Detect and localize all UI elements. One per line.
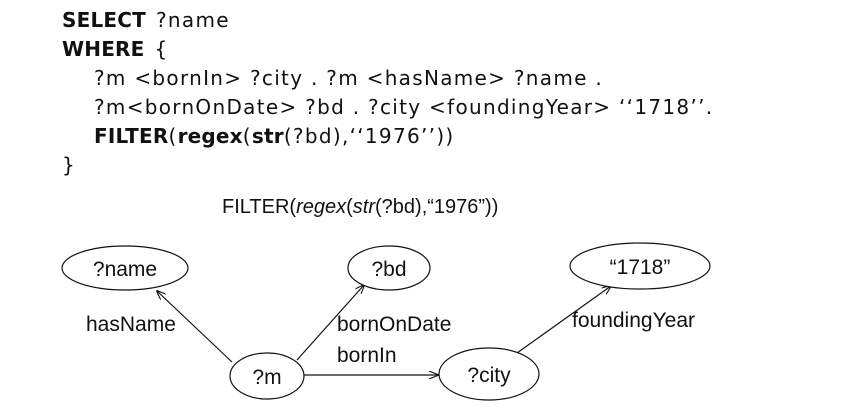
- edge-label-bornIn: bornIn: [337, 344, 397, 367]
- node-city: [438, 347, 540, 401]
- edge-hasName: [157, 291, 233, 363]
- node-city-label: ?city: [467, 364, 511, 387]
- filter-arguments: (?bd),‘‘1976’’)): [283, 124, 455, 148]
- filter-label-regex: regex: [296, 196, 347, 218]
- edge-label-foundingYear: foundingYear: [572, 309, 695, 332]
- triple-line-2: ?m<bornOnDate> ?bd . ?city <foundingYear…: [94, 95, 714, 119]
- filter-paren: (: [168, 124, 178, 148]
- filter-label-open: (: [346, 196, 353, 218]
- str-keyword: str: [251, 124, 284, 148]
- filter-keyword: FILTER: [94, 124, 169, 148]
- select-variable: ?name: [156, 8, 230, 32]
- select-clause: SELECT ?name: [62, 6, 713, 35]
- filter-label: FILTER(regex(str(?bd),“1976”)): [222, 196, 498, 219]
- node-bd: [347, 245, 431, 291]
- where-clause: WHERE {: [62, 35, 713, 64]
- edge-label-hasName: hasName: [86, 313, 176, 336]
- filter-label-prefix: FILTER(: [222, 196, 297, 218]
- filter-line: FILTER(regex(str(?bd),‘‘1976’’)): [62, 122, 713, 151]
- edge-label-bornOnDate: bornOnDate: [337, 313, 451, 336]
- edge-bornOnDate: [296, 285, 364, 361]
- node-bd-label: ?bd: [371, 258, 406, 281]
- node-year-label: “1718”: [610, 256, 671, 279]
- regex-keyword: regex: [177, 124, 243, 148]
- node-m: [229, 352, 305, 400]
- node-m-label: ?m: [252, 366, 281, 389]
- node-year: [569, 242, 711, 290]
- node-name-label: ?name: [93, 258, 157, 281]
- filter-label-str: str: [352, 196, 375, 218]
- node-name: [61, 245, 189, 291]
- close-brace: }: [62, 153, 77, 177]
- open-brace: {: [154, 37, 169, 61]
- select-keyword: SELECT: [62, 8, 146, 32]
- sparql-query: SELECT ?name WHERE { ?m <bornIn> ?city . ?…: [62, 6, 713, 180]
- edge-foundingYear: [516, 286, 611, 354]
- triple-line-1: ?m <bornIn> ?city . ?m <hasName> ?name .: [94, 66, 604, 90]
- filter-label-rest: (?bd),“1976”)): [375, 196, 499, 218]
- where-keyword: WHERE: [62, 37, 145, 61]
- regex-paren: (: [242, 124, 252, 148]
